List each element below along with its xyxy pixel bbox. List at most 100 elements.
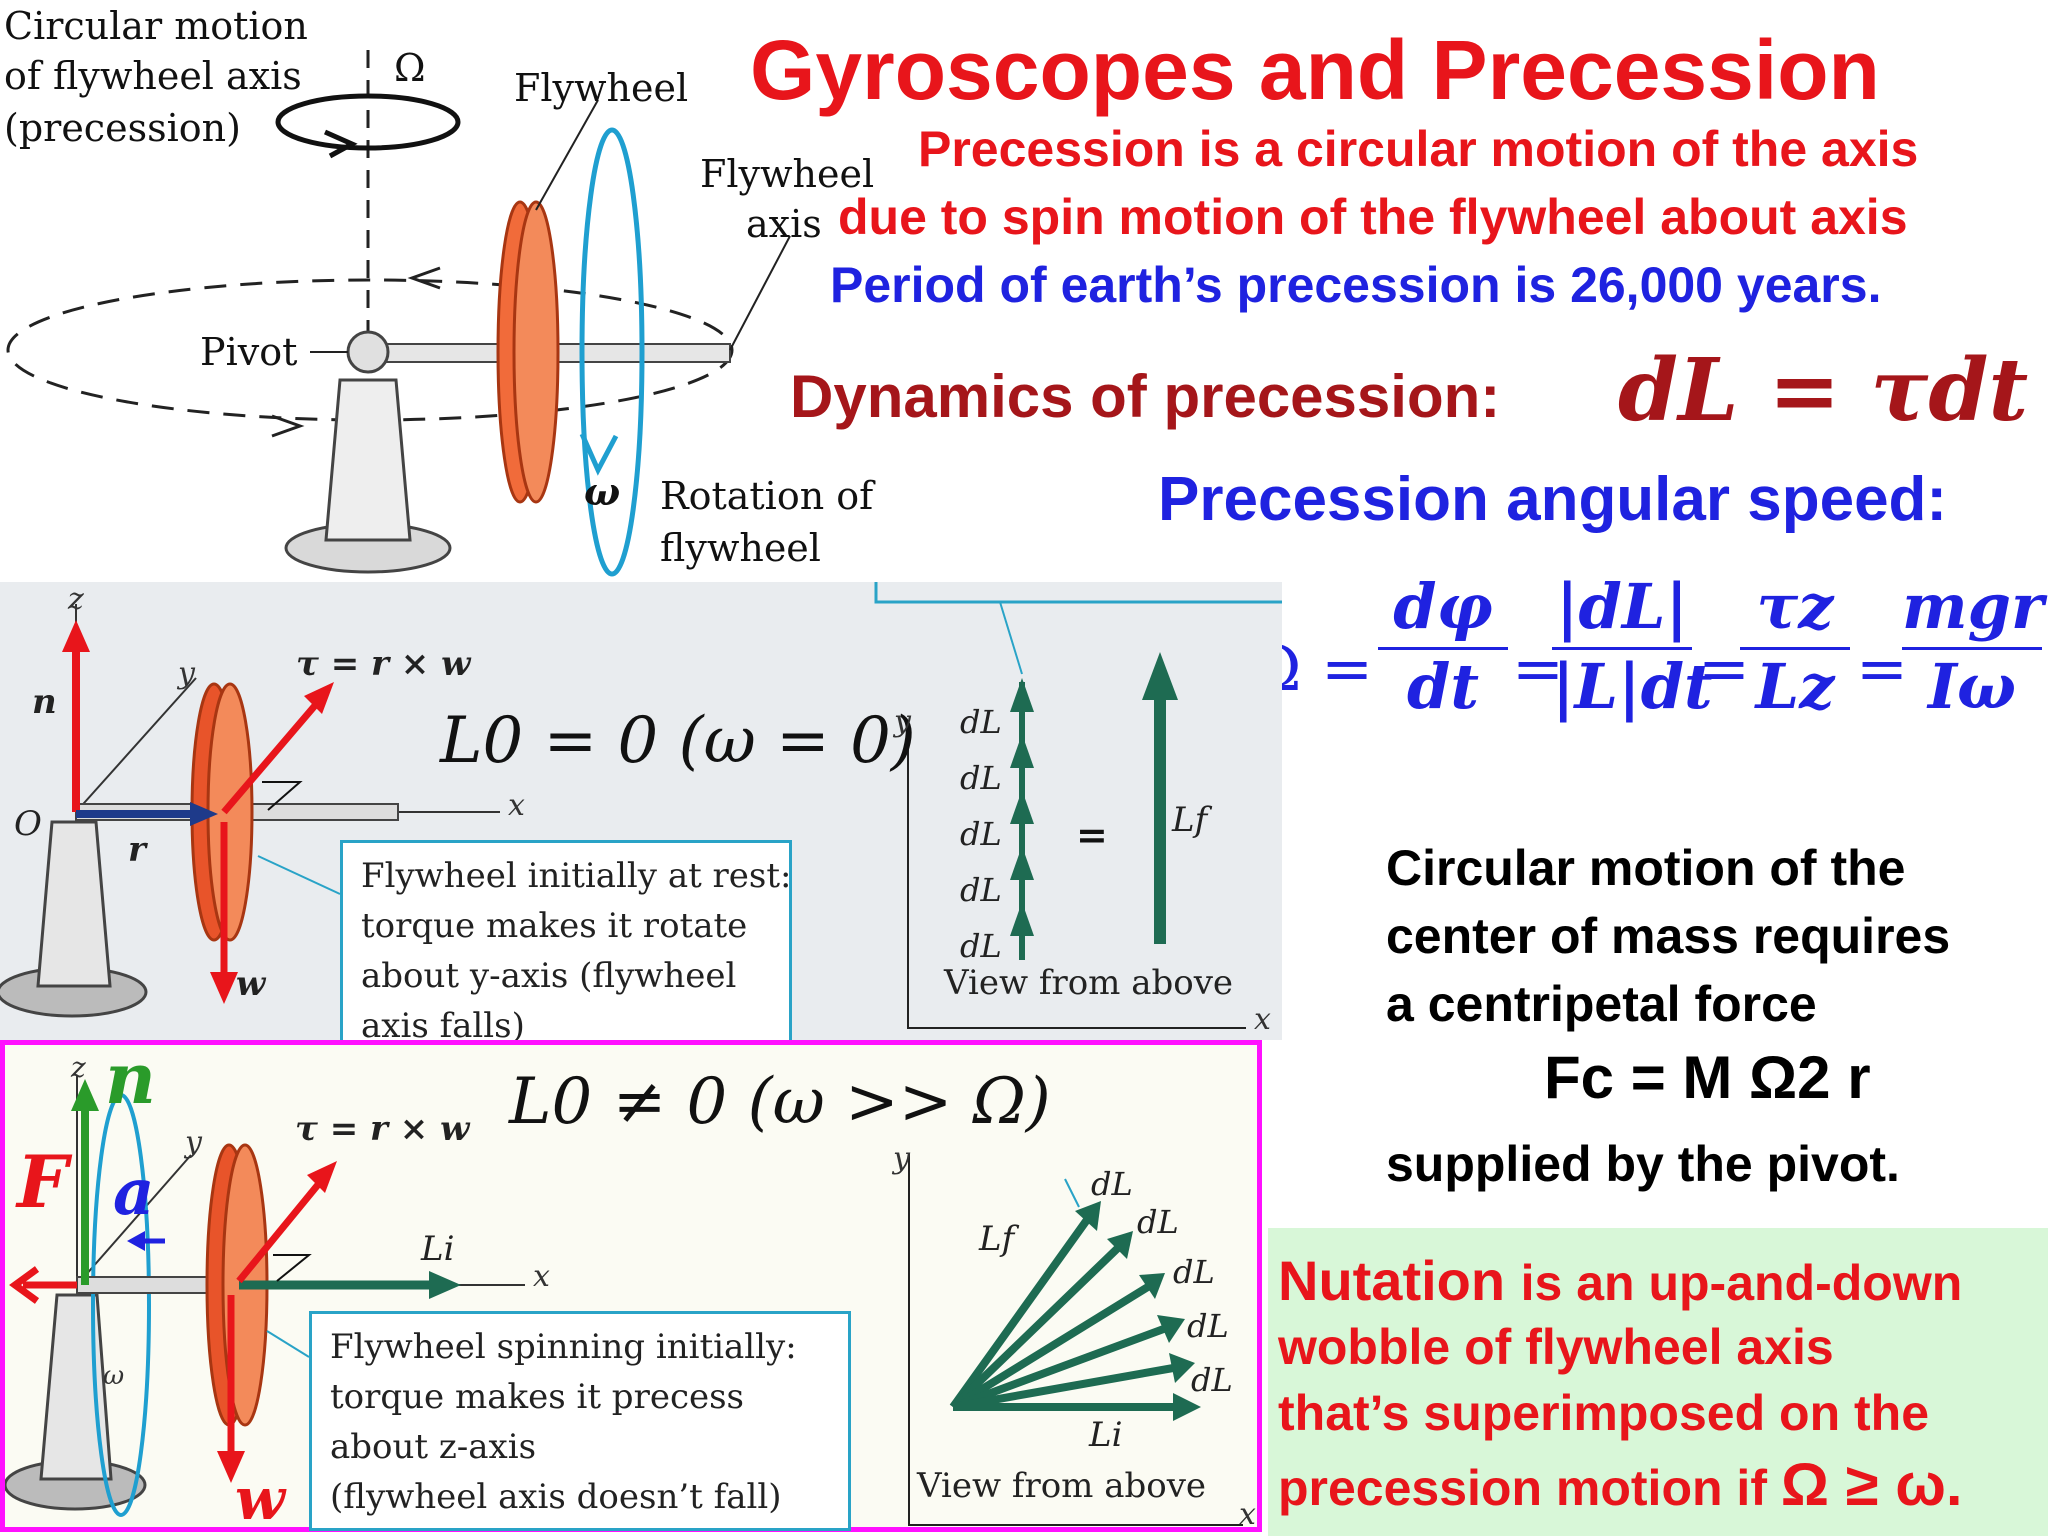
- view-x-label: x: [1254, 1002, 1271, 1037]
- fraction-3: τz Lz: [1740, 570, 1850, 723]
- dl-label-1: dL: [960, 703, 1002, 741]
- x-axis-label: x: [508, 788, 525, 823]
- centripetal-line-4: supplied by the pivot.: [1386, 1136, 1900, 1192]
- fraction-2: |dL| |L|dt: [1552, 570, 1713, 723]
- precession-definition-line-1: Precession is a circular motion of the a…: [918, 121, 1919, 177]
- w-vector-label: w: [235, 1465, 285, 1533]
- origin-label: O: [14, 804, 42, 844]
- flywheel-label: Flywheel: [514, 66, 689, 110]
- spinning-caption-box: Flywheel spinning initially: torque make…: [309, 1311, 851, 1531]
- centripetal-formula: Fc = M Ω2 r: [1544, 1044, 1871, 1111]
- circular-motion-label-2: of flywheel axis: [4, 54, 302, 98]
- rotation-label-2: flywheel: [660, 526, 821, 570]
- nutation-box: Nutation is an up-and-down wobble of fly…: [1268, 1228, 2048, 1536]
- ac-vector-label: a: [113, 1155, 155, 1230]
- pivot-ball: [346, 330, 390, 374]
- dl-label-5: dL: [1191, 1361, 1233, 1399]
- omega-equation: Ω = dφ dt = |dL| |L|dt = τz Lz = mgr Iω: [1250, 560, 2048, 800]
- dl-label-4: dL: [1187, 1307, 1229, 1345]
- flywheel-axis-label-1: Flywheel: [700, 152, 875, 196]
- dl-label-2: dL: [1137, 1203, 1179, 1241]
- equals-sign: =: [1076, 812, 1108, 857]
- fraction-4-den: Iω: [1902, 647, 2042, 723]
- l0-equation: L0 ≠ 0 (ω >> Ω): [509, 1065, 1051, 1139]
- centripetal-line-2: center of mass requires: [1386, 908, 1951, 964]
- fc-vector-label: F: [17, 1139, 69, 1224]
- flywheel-spinning-panel: z n y x F a τ = r × w L0 ≠ 0 (ω >> Ω) Li…: [0, 1037, 1262, 1533]
- view-from-above-label: View from above: [917, 1466, 1207, 1506]
- dl-label-3: dL: [1173, 1253, 1215, 1291]
- nutation-line-2: wobble of flywheel axis: [1278, 1319, 1834, 1375]
- fraction-3-num: τz: [1756, 570, 1834, 643]
- dl-labels: dL dL dL dL dL: [960, 694, 1002, 974]
- pivot-label: Pivot: [200, 330, 298, 374]
- dl-label-3: dL: [960, 815, 1002, 853]
- nutation-word: Nutation: [1278, 1249, 1506, 1312]
- nutation-line-3: that’s superimposed on the: [1278, 1385, 1930, 1441]
- x-axis-label: x: [533, 1259, 550, 1294]
- dl-label-4: dL: [960, 871, 1002, 909]
- nutation-line-4: precession motion if: [1278, 1460, 1767, 1516]
- caption-line-4: (flywheel axis doesn’t fall): [330, 1477, 782, 1517]
- fraction-3-den: Lz: [1740, 647, 1850, 723]
- rotation-loop: [579, 127, 645, 577]
- rotation-label-1: Rotation of: [660, 474, 874, 518]
- pedestal-column: [324, 378, 412, 542]
- earth-precession-period: Period of earth’s precession is 26,000 y…: [830, 257, 1882, 313]
- caption-line-4: axis falls): [361, 1006, 525, 1046]
- view-y-label: y: [894, 704, 911, 739]
- circular-motion-label-3: (precession): [4, 106, 241, 150]
- equals-3: =: [1856, 632, 1908, 705]
- omega-label: ω: [103, 1361, 125, 1391]
- torque-equation: τ = r × w: [295, 1109, 470, 1149]
- nutation-line-1: is an up-and-down: [1520, 1255, 1963, 1311]
- centripetal-line-3: a centripetal force: [1386, 976, 1817, 1032]
- w-vector-label: w: [236, 964, 266, 1004]
- page-title: Gyroscopes and Precession: [750, 23, 1880, 117]
- at-rest-caption-box: Flywheel initially at rest: torque makes…: [340, 840, 792, 1062]
- caption-line-2: torque makes it rotate: [361, 906, 748, 946]
- fraction-2-num: |dL|: [1555, 570, 1689, 643]
- fraction-2-den: |L|dt: [1552, 647, 1713, 723]
- flywheel-axis-label-2: axis: [746, 202, 822, 246]
- dl-label-2: dL: [960, 759, 1002, 797]
- view-y-label: y: [893, 1141, 910, 1176]
- torque-equation: τ = r × w: [296, 644, 471, 684]
- fraction-4: mgr Iω: [1902, 570, 2044, 723]
- view-x-label: x: [1239, 1497, 1256, 1532]
- l0-equation: L0 = 0 (ω = 0): [440, 704, 916, 778]
- angular-speed-label: Precession angular speed:: [1158, 465, 1948, 534]
- flywheel-at-rest-panel: z y x O n r w τ = r × w L0 = 0 (ω = 0) F…: [0, 582, 1282, 1062]
- equals-1: =: [1512, 632, 1564, 705]
- precession-figure: [6, 50, 791, 577]
- caption-line-1: Flywheel spinning initially:: [330, 1327, 797, 1367]
- dl-label-1: dL: [1091, 1165, 1133, 1203]
- y-axis-label: y: [178, 656, 195, 691]
- lf-label: Lf: [979, 1219, 1015, 1259]
- n-vector-label: n: [32, 682, 57, 722]
- dynamics-equation: dL = τdt: [1618, 340, 2029, 441]
- fraction-1: dφ dt: [1378, 570, 1508, 723]
- precession-arrow-icon: [275, 93, 461, 151]
- caption-line-1: Flywheel initially at rest:: [361, 856, 792, 896]
- fraction-4-num: mgr: [1902, 570, 2044, 643]
- n-vector-label: n: [105, 1037, 156, 1120]
- precession-definition-line-2: due to spin motion of the flywheel about…: [838, 189, 1908, 245]
- z-axis-label: z: [71, 1051, 86, 1084]
- caption-line-3: about z-axis: [330, 1427, 537, 1467]
- li-label: Li: [421, 1229, 455, 1269]
- caption-line-2: torque makes it precess: [330, 1377, 745, 1417]
- dl-label-5: dL: [960, 927, 1002, 965]
- z-axis-label: z: [68, 582, 84, 617]
- fraction-1-num: dφ: [1393, 570, 1493, 643]
- view-from-above-label: View from above: [944, 963, 1234, 1003]
- r-vector-label: r: [128, 830, 146, 870]
- dynamics-label: Dynamics of precession:: [790, 363, 1501, 430]
- centripetal-line-1: Circular motion of the: [1386, 840, 1906, 896]
- li-view-label: Li: [1089, 1415, 1123, 1455]
- nutation-condition: Ω ≥ ω.: [1780, 1451, 1963, 1518]
- y-axis-label: y: [185, 1125, 202, 1160]
- lf-label: Lf: [1172, 800, 1208, 840]
- circular-motion-label-1: Circular motion: [4, 4, 308, 48]
- omega-label: ω: [584, 469, 621, 514]
